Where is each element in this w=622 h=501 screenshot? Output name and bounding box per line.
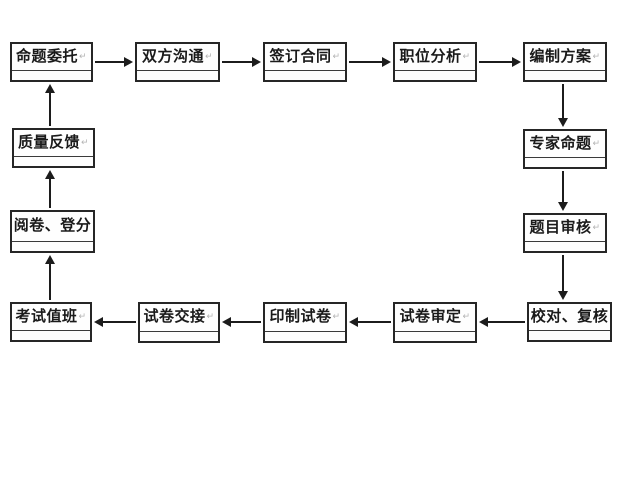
- node-label: 职位分析↵: [395, 44, 475, 70]
- node-text: 试卷交接: [143, 309, 206, 325]
- node-label: 考试值班↵: [12, 304, 90, 330]
- arrowhead-up-icon: [45, 84, 55, 93]
- node-text: 考试值班: [15, 308, 78, 325]
- node-position-analysis: 职位分析↵: [393, 42, 477, 82]
- node-marking-scoring: 阅卷、登分: [10, 210, 95, 253]
- node-plan-preparation: 编制方案↵: [523, 42, 607, 82]
- node-text: 编制方案: [529, 48, 592, 65]
- node-expert-proposition: 专家命题↵: [523, 129, 607, 169]
- node-label: 专家命题↵: [525, 131, 605, 157]
- paragraph-return-mark: ↵: [462, 51, 471, 62]
- node-text: 签订合同: [269, 48, 332, 65]
- arrow-feedback-to-commission: [45, 84, 55, 126]
- paragraph-return-mark: ↵: [206, 312, 215, 322]
- node-text: 职位分析: [399, 48, 462, 65]
- arrow-contract-to-analysis: [349, 57, 391, 67]
- arrowhead-right-icon: [512, 57, 521, 67]
- node-label: 阅卷、登分: [12, 212, 93, 241]
- arrow-handover-to-duty: [94, 317, 136, 327]
- node-label: 质量反馈↵: [14, 130, 93, 156]
- node-bottom-strip: [265, 331, 345, 341]
- paragraph-return-mark: ↵: [332, 51, 341, 62]
- node-bottom-strip: [529, 330, 610, 340]
- node-bottom-strip: [395, 331, 475, 341]
- arrow-approval-to-printing: [349, 317, 391, 327]
- node-communication: 双方沟通↵: [135, 42, 220, 82]
- node-text: 命题委托: [15, 48, 78, 65]
- arrow-analysis-to-plan: [479, 57, 521, 67]
- arrowhead-up-icon: [45, 255, 55, 264]
- paragraph-return-mark: ↵: [80, 137, 90, 148]
- node-label: 双方沟通↵: [137, 44, 218, 70]
- arrowhead-right-icon: [252, 57, 261, 67]
- node-text: 校对、复核: [530, 308, 609, 325]
- node-label: 印制试卷↵: [265, 304, 345, 331]
- paragraph-return-mark: ↵: [78, 51, 88, 62]
- arrowhead-down-icon: [558, 291, 568, 300]
- paragraph-return-mark: ↵: [592, 222, 601, 233]
- arrow-duty-to-marking: [45, 255, 55, 300]
- arrowhead-left-icon: [479, 317, 488, 327]
- arrowhead-up-icon: [45, 170, 55, 179]
- arrow-commission-to-communication: [95, 57, 133, 67]
- arrowhead-down-icon: [558, 202, 568, 211]
- node-label: 签订合同↵: [265, 44, 345, 70]
- node-paper-printing: 印制试卷↵: [263, 302, 347, 343]
- arrowhead-down-icon: [558, 118, 568, 127]
- arrow-communication-to-contract: [222, 57, 261, 67]
- node-question-review: 题目审核↵: [523, 213, 607, 253]
- arrow-proofread-to-approval: [479, 317, 525, 327]
- arrow-review-to-proofread: [558, 255, 568, 300]
- node-text: 印制试卷: [269, 309, 332, 325]
- node-bottom-strip: [525, 157, 605, 167]
- node-exam-duty: 考试值班↵: [10, 302, 92, 342]
- node-sign-contract: 签订合同↵: [263, 42, 347, 82]
- node-bottom-strip: [12, 70, 91, 80]
- node-label: 试卷交接↵: [140, 304, 218, 331]
- arrowhead-left-icon: [349, 317, 358, 327]
- paragraph-return-mark: ↵: [592, 51, 601, 62]
- node-commission: 命题委托↵: [10, 42, 93, 82]
- node-quality-feedback: 质量反馈↵: [12, 128, 95, 168]
- node-bottom-strip: [137, 70, 218, 80]
- arrow-plan-to-expert: [558, 84, 568, 127]
- node-bottom-strip: [140, 331, 218, 341]
- node-bottom-strip: [525, 241, 605, 251]
- node-paper-approval: 试卷审定↵: [393, 302, 477, 343]
- node-bottom-strip: [265, 70, 345, 80]
- arrowhead-left-icon: [222, 317, 231, 327]
- node-label: 题目审核↵: [525, 215, 605, 241]
- arrowhead-left-icon: [94, 317, 103, 327]
- paragraph-return-mark: ↵: [204, 51, 214, 62]
- node-text: 双方沟通: [141, 48, 204, 65]
- node-text: 阅卷、登分: [13, 218, 92, 234]
- node-text: 专家命题: [529, 135, 592, 152]
- node-bottom-strip: [12, 241, 93, 251]
- node-proofread-recheck: 校对、复核: [527, 302, 612, 342]
- arrowhead-right-icon: [124, 57, 133, 67]
- node-label: 校对、复核: [529, 304, 610, 330]
- arrow-printing-to-handover: [222, 317, 261, 327]
- node-bottom-strip: [525, 70, 605, 80]
- arrowhead-right-icon: [382, 57, 391, 67]
- node-text: 题目审核: [529, 219, 592, 236]
- node-bottom-strip: [395, 70, 475, 80]
- paragraph-return-mark: ↵: [462, 312, 471, 322]
- node-text: 质量反馈: [17, 134, 80, 151]
- node-bottom-strip: [14, 156, 93, 166]
- arrow-marking-to-feedback: [45, 170, 55, 208]
- node-label: 编制方案↵: [525, 44, 605, 70]
- paragraph-return-mark: ↵: [78, 311, 87, 322]
- paragraph-return-mark: ↵: [332, 312, 341, 322]
- node-label: 命题委托↵: [12, 44, 91, 70]
- paragraph-return-mark: ↵: [592, 138, 601, 149]
- node-paper-handover: 试卷交接↵: [138, 302, 220, 343]
- node-text: 试卷审定: [399, 309, 462, 325]
- arrow-expert-to-review: [558, 171, 568, 211]
- node-bottom-strip: [12, 330, 90, 340]
- node-label: 试卷审定↵: [395, 304, 475, 331]
